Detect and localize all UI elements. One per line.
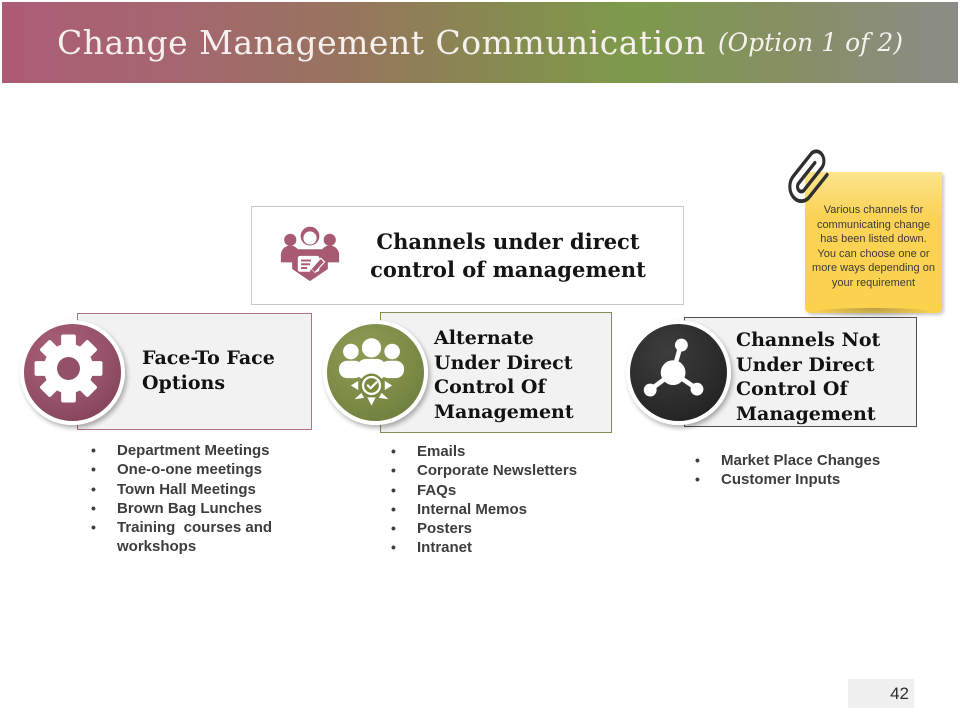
gear-icon bbox=[20, 320, 125, 425]
list-item: •Emails bbox=[388, 442, 628, 461]
face-to-face-list: •Department Meetings •One-o-one meetings… bbox=[88, 441, 303, 557]
list-item: •Internal Memos bbox=[388, 500, 628, 519]
column-title-face-to-face: Face-To Face Options bbox=[142, 347, 275, 394]
slide-title-option: (Option 1 of 2) bbox=[717, 28, 903, 57]
list-item: •Market Place Changes bbox=[692, 451, 922, 470]
sticky-note: Various channels for communicating chang… bbox=[805, 172, 942, 319]
list-item: •FAQs bbox=[388, 481, 628, 500]
bullet-icon: • bbox=[391, 481, 396, 498]
sticky-note-text: Various channels for communicating chang… bbox=[812, 204, 935, 289]
list-item: •Corporate Newsletters bbox=[388, 461, 628, 480]
team-document-icon bbox=[279, 223, 341, 288]
list-item: •One-o-one meetings bbox=[88, 460, 303, 479]
bullet-icon: • bbox=[91, 480, 96, 497]
paperclip-icon bbox=[788, 149, 829, 204]
list-item: •Posters bbox=[388, 519, 628, 538]
column-title-not-under-control: Channels Not Under Direct Control Of Man… bbox=[736, 329, 881, 425]
bullet-icon: • bbox=[391, 443, 396, 459]
molecule-icon bbox=[626, 320, 731, 425]
column-title-alternate: Alternate Under Direct Control Of Manage… bbox=[434, 327, 574, 423]
page-number: 42 bbox=[890, 683, 909, 703]
bullet-icon: • bbox=[391, 539, 396, 556]
team-approve-icon bbox=[323, 320, 428, 425]
slide-title: Change Management Communication bbox=[57, 23, 706, 62]
list-item: •Customer Inputs bbox=[692, 470, 922, 489]
list-item: •Brown Bag Lunches bbox=[88, 499, 303, 518]
bullet-icon: • bbox=[91, 442, 96, 458]
page-number-box: 42 bbox=[848, 679, 914, 708]
channels-header-box: Channels under direct control of managem… bbox=[251, 206, 684, 305]
list-item: •Intranet bbox=[388, 538, 628, 557]
title-bar: Change Management Communication (Option … bbox=[2, 2, 958, 83]
bullet-icon: • bbox=[391, 500, 396, 517]
alternate-list: •Emails •Corporate Newsletters •FAQs •In… bbox=[388, 442, 628, 558]
bullet-icon: • bbox=[91, 461, 96, 478]
bullet-icon: • bbox=[91, 499, 96, 516]
list-item: •Department Meetings bbox=[88, 441, 303, 460]
bullet-icon: • bbox=[695, 471, 700, 488]
not-under-control-list: •Market Place Changes •Customer Inputs bbox=[692, 451, 922, 490]
bullet-icon: • bbox=[91, 519, 96, 536]
bullet-icon: • bbox=[391, 462, 396, 479]
bullet-icon: • bbox=[391, 520, 396, 537]
bullet-icon: • bbox=[695, 452, 700, 468]
list-item: •Training courses and workshops bbox=[88, 518, 303, 557]
list-item: •Town Hall Meetings bbox=[88, 480, 303, 499]
channels-header-label: Channels under direct control of managem… bbox=[370, 228, 646, 282]
